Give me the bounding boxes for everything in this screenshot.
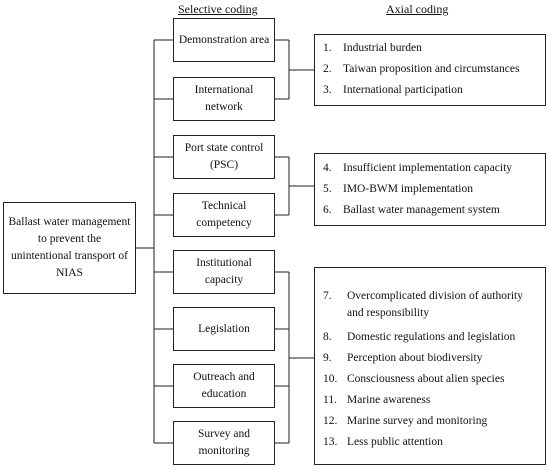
axial-item: 12. Marine survey and monitoring <box>323 413 537 430</box>
axial-item-text: Overcomplicated division of authority an… <box>347 290 523 319</box>
selective-box-technical-competency: Technical competency <box>173 193 275 237</box>
axial-item: 5. IMO-BWM implementation <box>323 181 537 198</box>
axial-item-number: 2. <box>323 63 332 75</box>
axial-item: 2. Taiwan proposition and circumstances <box>323 61 537 78</box>
axial-group-3: 7. Overcomplicated division of authority… <box>314 267 546 465</box>
axial-item-text: International participation <box>343 84 463 96</box>
axial-item-number: 4. <box>323 162 332 174</box>
selective-box-outreach-and-education: Outreach and education <box>173 364 275 408</box>
selective-box-survey-and-monitoring: Survey and monitoring <box>173 421 275 465</box>
axial-item-number: 8. <box>323 331 332 343</box>
axial-item-text: IMO-BWM implementation <box>343 183 473 195</box>
root-box: Ballast water management to prevent the … <box>3 202 136 294</box>
axial-item-text: Taiwan proposition and circumstances <box>343 63 520 75</box>
selective-box-international-network: International network <box>173 77 275 121</box>
axial-item-text: Consciousness about alien species <box>347 373 505 385</box>
selective-box-port-state-control: Port state control (PSC) <box>173 135 275 179</box>
axial-item: 1. Industrial burden <box>323 40 537 57</box>
axial-coding-header: Axial coding <box>386 2 449 16</box>
axial-item: 13. Less public attention <box>323 434 537 451</box>
axial-item-text: Ballast water management system <box>343 204 500 216</box>
axial-item-number: 6. <box>323 204 332 216</box>
selective-box-demonstration-area: Demonstration area <box>173 18 275 62</box>
axial-item-number: 10. <box>323 373 338 385</box>
axial-item: 4. Insufficient implementation capacity <box>323 160 537 177</box>
axial-item: 6. Ballast water management system <box>323 202 537 219</box>
axial-item: 3. International participation <box>323 82 537 99</box>
axial-item-text: Insufficient implementation capacity <box>343 162 513 174</box>
axial-item: 10. Consciousness about alien species <box>323 371 537 388</box>
axial-item: 7. Overcomplicated division of authority… <box>323 288 537 322</box>
axial-item-text: Perception about biodiversity <box>347 352 483 364</box>
axial-item-text: Less public attention <box>347 436 443 448</box>
axial-item-number: 3. <box>323 84 332 96</box>
axial-item-number: 12. <box>323 415 338 427</box>
axial-item-number: 5. <box>323 183 332 195</box>
axial-item-text: Domestic regulations and legislation <box>347 331 516 343</box>
axial-group-2: 4. Insufficient implementation capacity … <box>314 153 546 226</box>
axial-item: 8. Domestic regulations and legislation <box>323 329 537 346</box>
axial-item-number: 11. <box>323 394 337 406</box>
selective-box-legislation: Legislation <box>173 307 275 351</box>
axial-item: 9. Perception about biodiversity <box>323 350 537 367</box>
axial-item-number: 13. <box>323 436 338 448</box>
axial-item-text: Industrial burden <box>343 42 422 54</box>
axial-item-number: 7. <box>323 290 332 302</box>
selective-coding-header: Selective coding <box>178 2 258 16</box>
axial-item-text: Marine survey and monitoring <box>347 415 488 427</box>
axial-item-number: 1. <box>323 42 332 54</box>
axial-group-1: 1. Industrial burden 2. Taiwan propositi… <box>314 34 546 106</box>
selective-box-institutional-capacity: Institutional capacity <box>173 250 275 294</box>
axial-item: 11. Marine awareness <box>323 392 537 409</box>
axial-item-text: Marine awareness <box>347 394 431 406</box>
axial-item-number: 9. <box>323 352 332 364</box>
